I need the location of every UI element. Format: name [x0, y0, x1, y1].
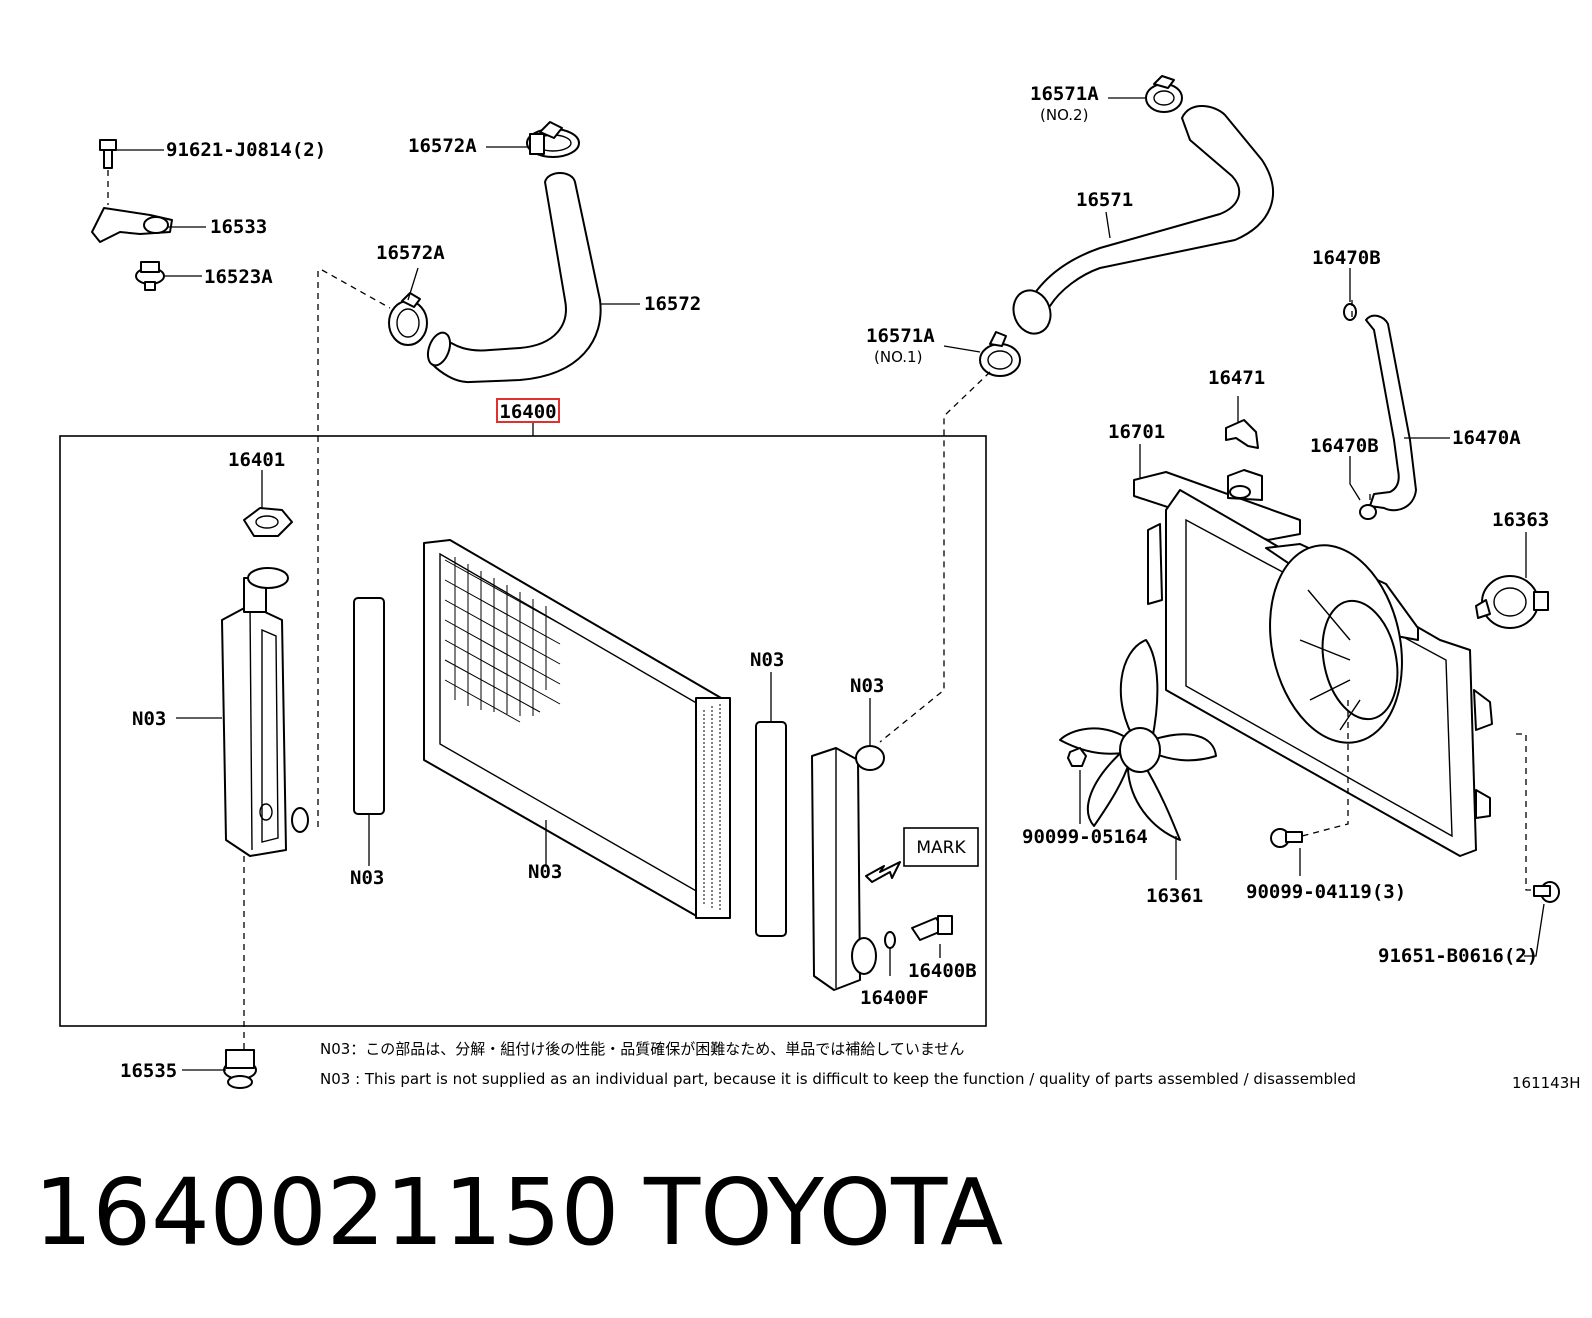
- radiator-core-drawing[interactable]: [423, 539, 731, 919]
- label-hose-16571[interactable]: 16571: [1076, 189, 1133, 211]
- hose-16572-drawing[interactable]: [431, 172, 602, 384]
- clamp-16572a-lower-drawing[interactable]: [388, 292, 428, 346]
- note-japanese: N03：この部品は、分解・組付け後の性能・品質確保が困難なため、単品では補給して…: [320, 1040, 964, 1058]
- right-seal-drawing[interactable]: [755, 721, 787, 937]
- reserve-hose-group: [1343, 303, 1417, 520]
- label-clamp-16572a-lower[interactable]: 16572A: [376, 242, 445, 264]
- mark-box: MARK: [865, 827, 979, 883]
- label-drain-16400b[interactable]: 16400B: [908, 960, 977, 982]
- mark-label: MARK: [916, 838, 966, 858]
- label-tank-left-n03[interactable]: N03: [132, 708, 166, 730]
- label-cushion-16535[interactable]: 16535: [120, 1060, 177, 1082]
- label-shroud-16701[interactable]: 16701: [1108, 421, 1165, 443]
- label-clip-16470b-upper[interactable]: 16470B: [1312, 247, 1381, 269]
- clip-16470b-upper-drawing[interactable]: [1343, 303, 1357, 321]
- hose-16571-drawing[interactable]: [1023, 105, 1274, 313]
- label-oring-16400f[interactable]: 16400F: [860, 987, 929, 1009]
- bracket-16533-drawing[interactable]: [91, 207, 173, 243]
- label-fan-16361[interactable]: 16361: [1146, 885, 1203, 907]
- hose-16571-group: [979, 75, 1274, 377]
- label-bolt-91621[interactable]: 91621-J0814(2): [166, 139, 326, 161]
- label-clamp-16571a-no1[interactable]: 16571A: [866, 325, 935, 347]
- radiator-cap-16401-drawing[interactable]: [243, 507, 293, 537]
- core-fins-pattern: [444, 557, 561, 723]
- clip-16470b-lower-drawing[interactable]: [1359, 504, 1377, 520]
- cushion-16523a-drawing[interactable]: [135, 261, 165, 291]
- diagram-reference-code: 161143H: [1512, 1074, 1581, 1092]
- fan-motor-16363-drawing[interactable]: [1475, 575, 1549, 629]
- part-labels: 91621-J0814(2) 16533 16523A 16572A 16572…: [120, 83, 1549, 1082]
- note-english: N03 : This part is not supplied as an in…: [320, 1070, 1356, 1088]
- label-clamp-16571a-no1-sub: (NO.1): [874, 348, 922, 366]
- left-seal-drawing[interactable]: [353, 597, 385, 815]
- label-clip-16470b-lower[interactable]: 16470B: [1310, 435, 1379, 457]
- footer-brand: TOYOTA: [643, 1159, 1003, 1266]
- label-motor-16363[interactable]: 16363: [1492, 509, 1549, 531]
- clamp-16572a-upper-drawing[interactable]: [526, 121, 580, 158]
- label-bolt-90099-04119[interactable]: 90099-04119(3): [1246, 881, 1406, 903]
- left-hardware: [91, 139, 173, 291]
- label-radiator-16400[interactable]: 16400: [499, 401, 556, 423]
- radiator-assembly-frame: [59, 435, 987, 1027]
- drain-cock-16400b-drawing[interactable]: [911, 915, 953, 941]
- fan-shroud-16701-drawing[interactable]: [1133, 469, 1493, 857]
- hose-16470a-drawing[interactable]: [1365, 314, 1417, 512]
- label-clamp-16572a-upper[interactable]: 16572A: [408, 135, 477, 157]
- label-bolt-91651[interactable]: 91651-B0616(2): [1378, 945, 1538, 967]
- label-core-n03[interactable]: N03: [528, 861, 562, 883]
- label-bracket-16533[interactable]: 16533: [210, 216, 267, 238]
- assembly-dashed-lines: [243, 269, 1534, 1050]
- fan-16361-drawing[interactable]: [1059, 639, 1217, 841]
- clamp-16571a-no2-drawing[interactable]: [1145, 75, 1183, 113]
- label-clamp-16571a-no2[interactable]: 16571A: [1030, 83, 1099, 105]
- oring-16400f-drawing[interactable]: [884, 931, 896, 949]
- bolt-91621-drawing[interactable]: [99, 139, 117, 169]
- label-cap-16401[interactable]: 16401: [228, 449, 285, 471]
- label-seal-right-n03[interactable]: N03: [750, 649, 784, 671]
- label-hose-16470a[interactable]: 16470A: [1452, 427, 1521, 449]
- bracket-16471-drawing[interactable]: [1225, 419, 1259, 449]
- left-tank-drawing[interactable]: [221, 567, 309, 857]
- upper-hose-assembly: [388, 121, 602, 384]
- highlight-box-16400: [496, 398, 560, 423]
- bolt-90099-04119-drawing[interactable]: [1270, 828, 1303, 848]
- label-nut-90099-05164[interactable]: 90099-05164: [1022, 826, 1148, 848]
- label-tank-right-n03[interactable]: N03: [850, 675, 884, 697]
- label-seal-left-n03[interactable]: N03: [350, 867, 384, 889]
- right-tank-drawing[interactable]: [811, 745, 885, 991]
- cushion-16535-drawing[interactable]: [223, 1049, 257, 1089]
- clamp-16571a-no1-drawing[interactable]: [979, 331, 1021, 377]
- footer-part-number: 1640021150: [34, 1159, 619, 1266]
- label-bracket-16471[interactable]: 16471: [1208, 367, 1265, 389]
- label-cushion-16523a[interactable]: 16523A: [204, 266, 273, 288]
- bolt-91651-drawing[interactable]: [1533, 881, 1560, 903]
- leader-lines: [116, 97, 1545, 1071]
- label-hose-16572[interactable]: 16572: [644, 293, 701, 315]
- nut-90099-05164-drawing[interactable]: [1067, 747, 1087, 767]
- label-clamp-16571a-no2-sub: (NO.2): [1040, 106, 1088, 124]
